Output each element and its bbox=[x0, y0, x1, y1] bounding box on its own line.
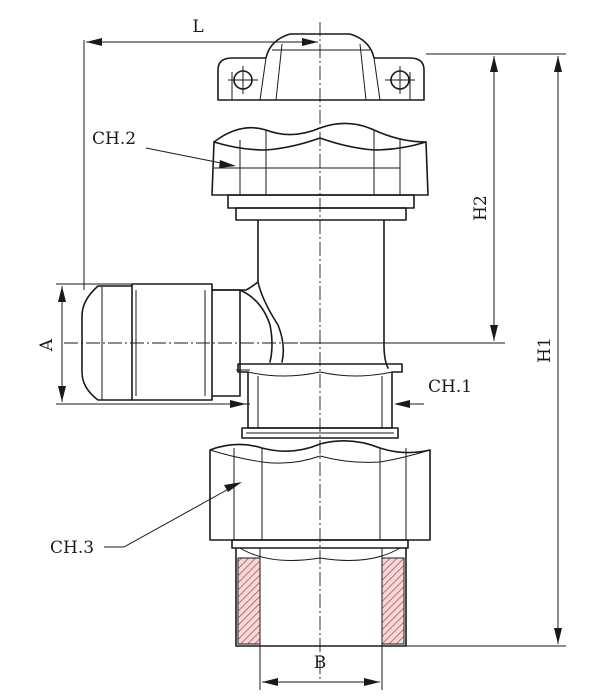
callout-CH1: CH.1 bbox=[212, 377, 472, 408]
dimension-label-H1: H1 bbox=[535, 337, 555, 363]
dimension-H1: H1 bbox=[406, 53, 566, 647]
dimension-label-A: A bbox=[37, 338, 57, 352]
dimension-label-H2: H2 bbox=[471, 195, 491, 221]
bottom-nut-ch3 bbox=[209, 440, 431, 561]
callout-label-CH1: CH.1 bbox=[428, 377, 472, 397]
hatched-wall-right bbox=[381, 557, 405, 645]
threaded-base bbox=[235, 547, 407, 647]
callout-CH3: CH.3 bbox=[50, 482, 242, 558]
callout-CH2: CH.2 bbox=[92, 129, 236, 168]
side-fitting bbox=[81, 283, 250, 401]
dimension-label-L: L bbox=[192, 17, 203, 37]
upper-nut-ch2 bbox=[211, 122, 429, 221]
callout-label-CH2: CH.2 bbox=[92, 129, 136, 149]
center-lines bbox=[64, 22, 321, 680]
dimension-label-B: B bbox=[314, 653, 327, 673]
dimension-A: A bbox=[37, 283, 250, 405]
callout-label-CH3: CH.3 bbox=[50, 538, 94, 558]
dimension-B: B bbox=[259, 646, 383, 690]
hatched-wall-left bbox=[237, 557, 261, 645]
cap-flange bbox=[217, 33, 425, 101]
dimension-L: L bbox=[83, 17, 318, 290]
body-stem bbox=[211, 219, 389, 369]
dimension-H2: H2 bbox=[300, 53, 520, 344]
